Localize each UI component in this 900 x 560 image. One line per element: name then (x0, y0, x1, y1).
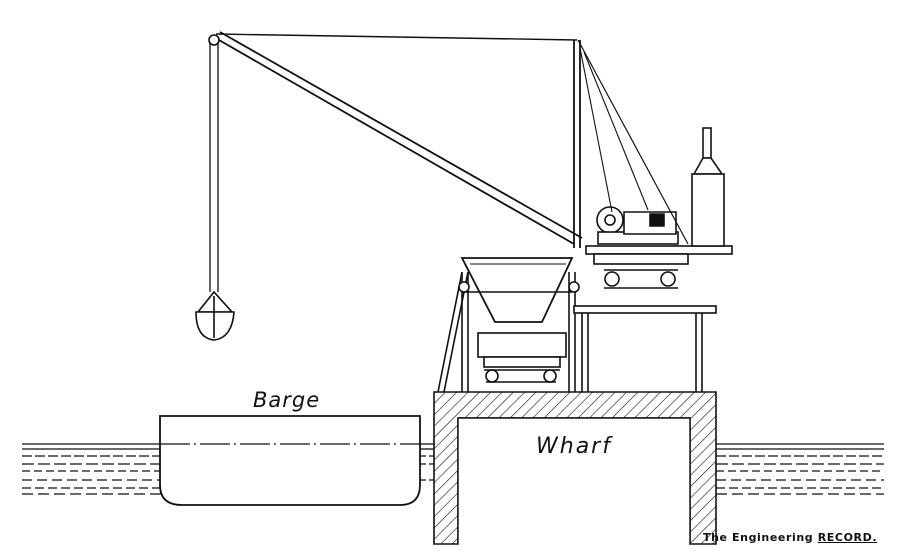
boiler-stack (691, 127, 725, 247)
credit-prefix: The Engineering (703, 531, 814, 544)
wharf-structure (433, 391, 717, 545)
grab-bucket (195, 290, 235, 341)
crane-carriage (458, 245, 733, 293)
hoisting-engine (596, 206, 679, 245)
hoist-rope (209, 42, 219, 292)
wharf-label: Wharf (536, 434, 612, 459)
water-left (22, 443, 168, 495)
publication-credit: The Engineering RECORD. (703, 531, 877, 544)
water-right (716, 443, 884, 495)
water-between (420, 443, 434, 481)
dump-car (477, 332, 567, 383)
credit-emphasis: RECORD. (817, 531, 878, 544)
barge-hull (159, 415, 421, 506)
boom-sheave (208, 34, 220, 46)
barge-label: Barge (253, 388, 321, 412)
crane-mast-boom (211, 31, 689, 248)
hopper (460, 257, 574, 323)
